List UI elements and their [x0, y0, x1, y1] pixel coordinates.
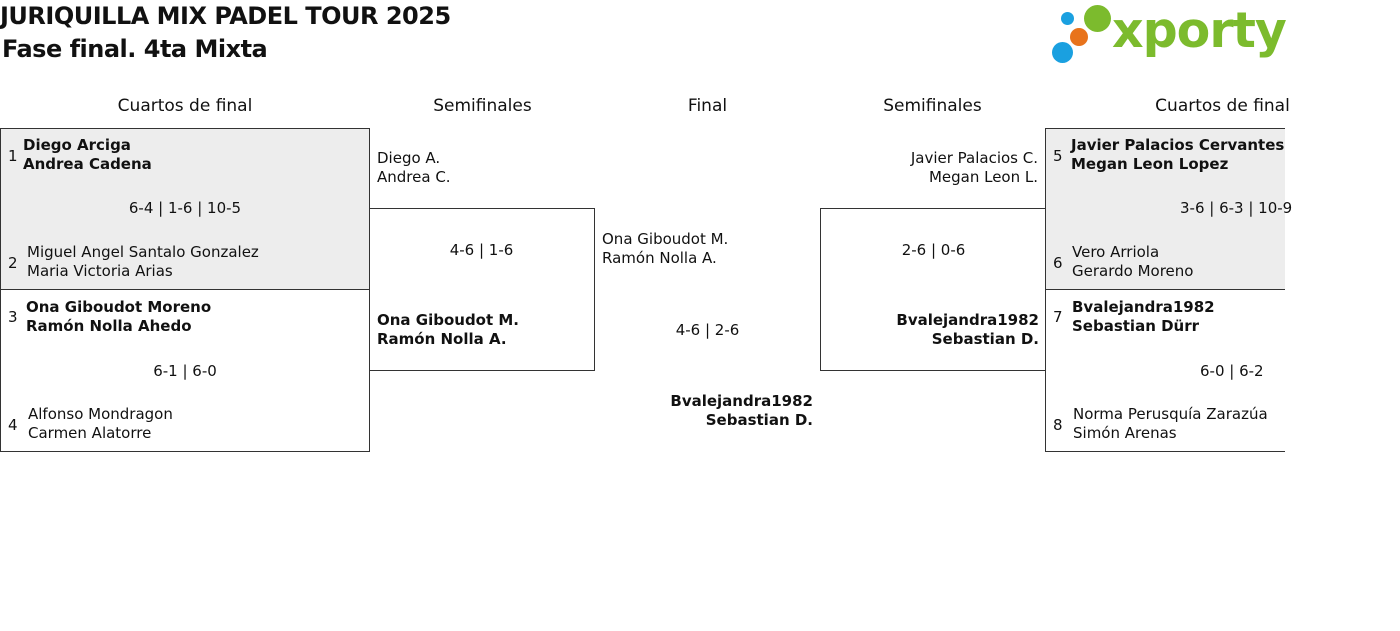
- player-name: Bvalejandra1982: [1072, 298, 1215, 316]
- team-winner[interactable]: Bvalejandra1982 Sebastian Dürr: [1072, 298, 1215, 336]
- player-name: Megan Leon Lopez: [1071, 155, 1229, 173]
- team-loser[interactable]: Miguel Angel Santalo Gonzalez Maria Vict…: [27, 243, 259, 281]
- player-name: Ramón Nolla A.: [377, 330, 507, 348]
- quarterfinal-match-2[interactable]: 3 Ona Giboudot Moreno Ramón Nolla Ahedo …: [0, 289, 370, 452]
- player-name: Sebastian Dürr: [1072, 317, 1200, 335]
- match-score: 6-1 | 6-0: [153, 362, 217, 380]
- logo-dot-blue: [1061, 12, 1074, 25]
- quarterfinal-match-3[interactable]: 5 Javier Palacios Cervantes Megan Leon L…: [1045, 128, 1292, 290]
- match-score: 6-4 | 1-6 | 10-5: [128, 199, 242, 217]
- player-name: Miguel Angel Santalo Gonzalez: [27, 243, 259, 261]
- seed-number: 1: [8, 147, 18, 165]
- semifinal-match-1-bracket[interactable]: 4-6 | 1-6 Ona Giboudot M. Ramón Nolla A.: [369, 208, 595, 371]
- team-loser[interactable]: Alfonso Mondragon Carmen Alatorre: [28, 405, 173, 443]
- team-winner[interactable]: Javier Palacios Cervantes Megan Leon Lop…: [1071, 136, 1284, 174]
- player-name: Vero Arriola: [1072, 243, 1160, 261]
- player-name: Ona Giboudot M.: [602, 230, 729, 248]
- final-team-right-winner[interactable]: Bvalejandra1982 Sebastian D.: [595, 392, 813, 430]
- seed-number: 2: [8, 254, 18, 272]
- page-title: JURIQUILLA MIX PADEL TOUR 2025: [0, 2, 451, 30]
- player-name: Bvalejandra1982: [896, 311, 1039, 329]
- match-score: 3-6 | 6-3 | 10-9: [1180, 199, 1293, 217]
- column-header-sf-right: Semifinales: [883, 96, 982, 116]
- quarterfinal-match-1[interactable]: 1 Diego Arciga Andrea Cadena 6-4 | 1-6 |…: [0, 128, 370, 290]
- seed-number: 6: [1053, 254, 1063, 272]
- player-name: Andrea C.: [377, 168, 451, 186]
- quarterfinal-match-4[interactable]: 7 Bvalejandra1982 Sebastian Dürr 6-0 | 6…: [1045, 289, 1285, 452]
- team-winner[interactable]: Ona Giboudot Moreno Ramón Nolla Ahedo: [26, 298, 211, 336]
- semifinal-match-2-bracket[interactable]: 2-6 | 0-6 Bvalejandra1982 Sebastian D.: [820, 208, 1046, 371]
- seed-number: 5: [1053, 147, 1063, 165]
- team-loser[interactable]: Vero Arriola Gerardo Moreno: [1072, 243, 1193, 281]
- player-name: Ramón Nolla Ahedo: [26, 317, 192, 335]
- page-subtitle: Fase final. 4ta Mixta: [2, 35, 268, 63]
- team-winner[interactable]: Diego Arciga Andrea Cadena: [23, 136, 152, 174]
- column-header-sf-left: Semifinales: [433, 96, 532, 116]
- xporty-logo[interactable]: xporty: [1050, 2, 1287, 68]
- player-name: Ona Giboudot M.: [377, 311, 520, 329]
- logo-wordmark: xporty: [1112, 2, 1287, 59]
- player-name: Norma Perusquía Zarazúa: [1073, 405, 1268, 423]
- column-header-qf-right: Cuartos de final: [1155, 96, 1290, 116]
- logo-dot-blue-large: [1052, 42, 1073, 63]
- player-name: Javier Palacios Cervantes: [1071, 136, 1285, 154]
- seed-number: 8: [1053, 416, 1063, 434]
- player-name: Andrea Cadena: [23, 155, 152, 173]
- player-name: Carmen Alatorre: [28, 424, 152, 442]
- final-score: 4-6 | 2-6: [675, 321, 740, 339]
- player-name: Ramón Nolla A.: [602, 249, 717, 267]
- player-name: Sebastian D.: [705, 411, 813, 429]
- semifinal-team-top[interactable]: Diego A. Andrea C.: [377, 149, 451, 187]
- player-name: Simón Arenas: [1073, 424, 1177, 442]
- match-score: 2-6 | 0-6: [901, 241, 966, 259]
- player-name: Diego Arciga: [23, 136, 131, 154]
- seed-number: 4: [8, 416, 18, 434]
- team-loser[interactable]: Norma Perusquía Zarazúa Simón Arenas: [1073, 405, 1268, 443]
- seed-number: 7: [1053, 308, 1063, 326]
- player-name: Gerardo Moreno: [1072, 262, 1194, 280]
- player-name: Alfonso Mondragon: [28, 405, 173, 423]
- logo-dot-green: [1084, 5, 1111, 32]
- column-header-qf-left: Cuartos de final: [117, 96, 253, 116]
- team-winner[interactable]: Bvalejandra1982 Sebastian D.: [821, 311, 1039, 349]
- player-name: Ona Giboudot Moreno: [26, 298, 212, 316]
- player-name: Diego A.: [377, 149, 441, 167]
- semifinal-team-top[interactable]: Javier Palacios C. Megan Leon L.: [820, 149, 1038, 187]
- player-name: Sebastian D.: [931, 330, 1039, 348]
- logo-dot-orange: [1070, 28, 1088, 46]
- player-name: Megan Leon L.: [928, 168, 1038, 186]
- player-name: Javier Palacios C.: [910, 149, 1038, 167]
- team-winner[interactable]: Ona Giboudot M. Ramón Nolla A.: [377, 311, 519, 349]
- player-name: Bvalejandra1982: [670, 392, 813, 410]
- match-score: 6-0 | 6-2: [1200, 362, 1264, 380]
- match-score: 4-6 | 1-6: [449, 241, 514, 259]
- seed-number: 3: [8, 308, 18, 326]
- column-header-final: Final: [687, 96, 728, 116]
- final-team-left[interactable]: Ona Giboudot M. Ramón Nolla A.: [602, 230, 728, 268]
- player-name: Maria Victoria Arias: [27, 262, 173, 280]
